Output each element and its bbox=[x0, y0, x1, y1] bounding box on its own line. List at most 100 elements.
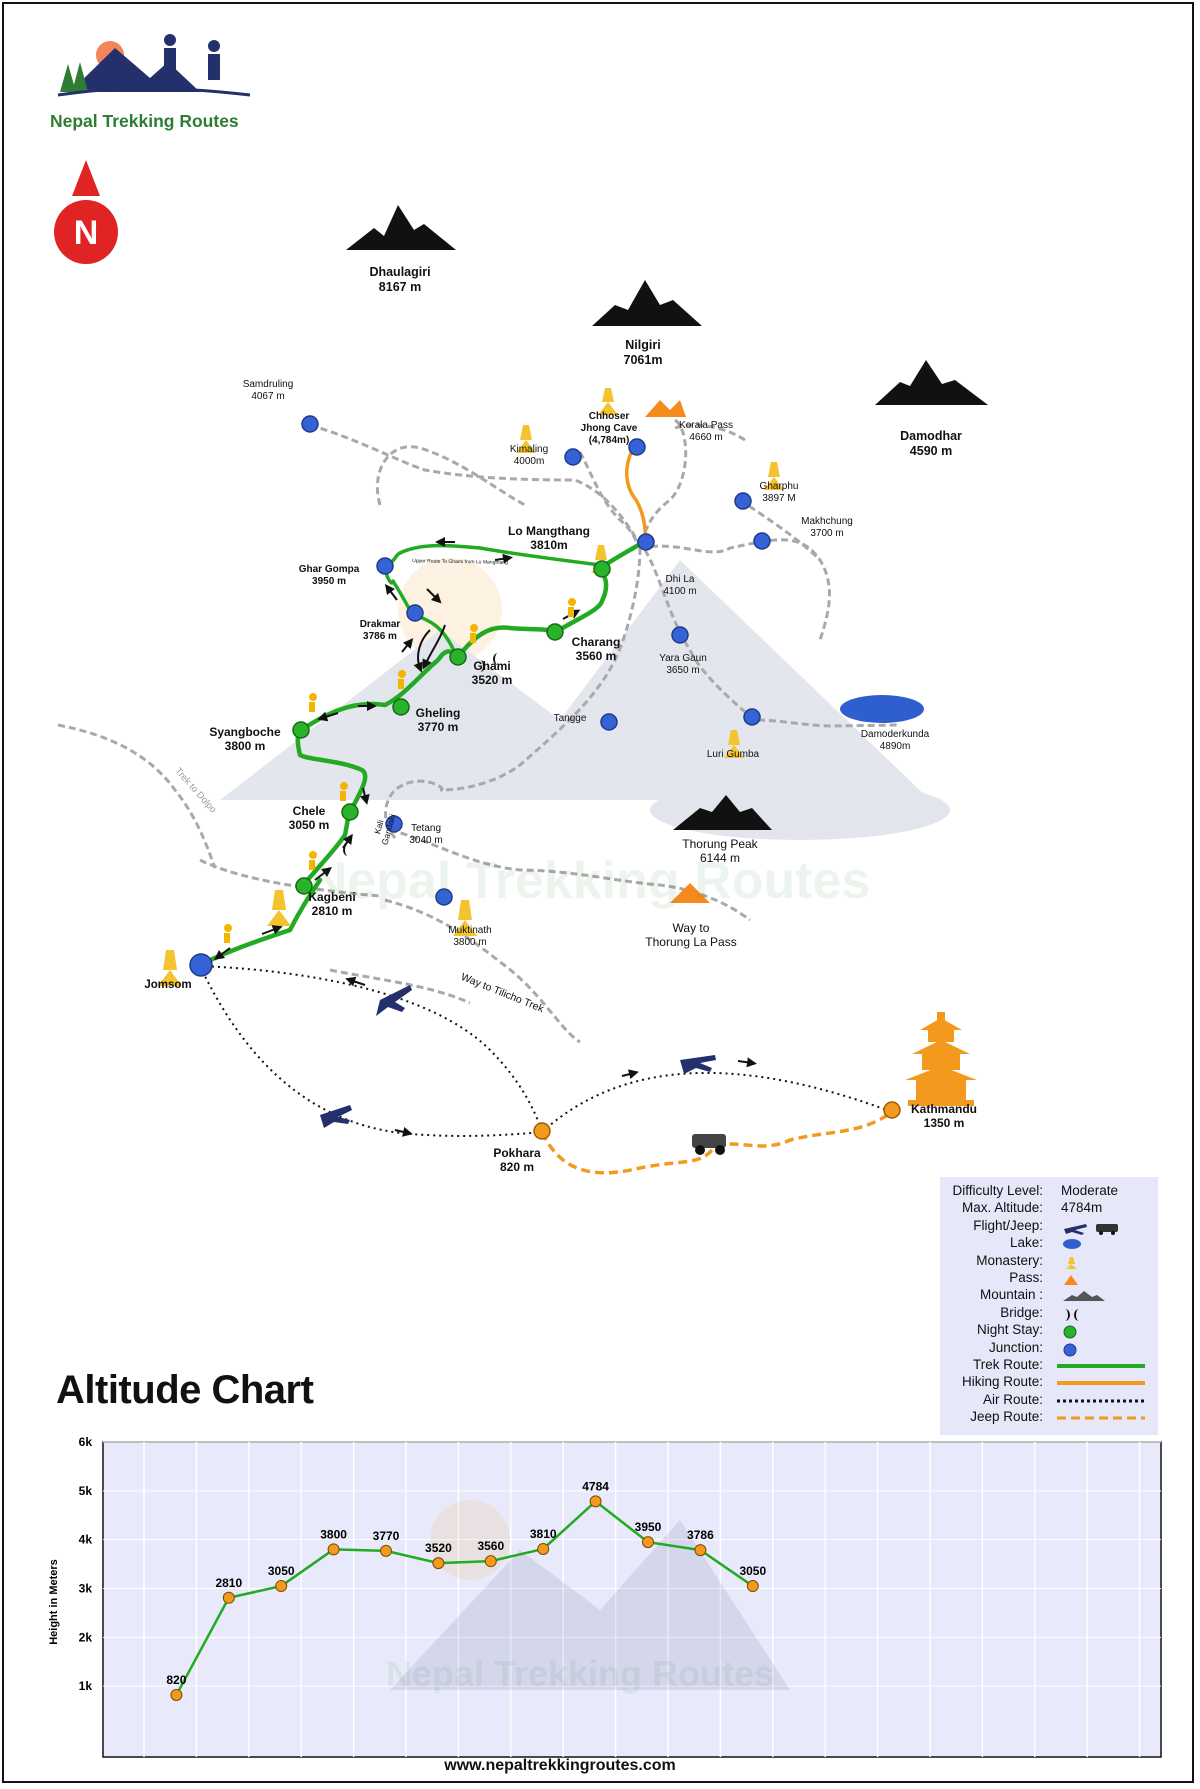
legend-trek-route: Trek Route: bbox=[940, 1357, 1158, 1374]
lake-icon bbox=[1063, 1239, 1081, 1250]
altitude-data-label: 4784 bbox=[582, 1479, 609, 1493]
altitude-chart: Nepal Trekking Routes Height in Meters 1… bbox=[48, 1435, 1162, 1758]
altitude-point bbox=[432, 1557, 445, 1570]
jeep-route-line-icon bbox=[1057, 1416, 1145, 1420]
bridge-icon bbox=[1065, 1308, 1079, 1321]
y-axis-label: Height in Meters bbox=[48, 1559, 60, 1645]
altitude-data-label: 3050 bbox=[268, 1564, 295, 1578]
altitude-point bbox=[694, 1544, 707, 1557]
altitude-data-label: 3050 bbox=[739, 1564, 766, 1578]
legend-pass: Pass: bbox=[940, 1270, 1158, 1287]
pass-icons bbox=[645, 400, 710, 903]
route-map: N bbox=[54, 34, 988, 1175]
place-chele: Chele 3050 m bbox=[288, 804, 330, 833]
place-ghar-gompa: Ghar Gompa 3950 m bbox=[298, 564, 360, 587]
map-legend: Difficulty Level:Moderate Max. Altitude:… bbox=[940, 1177, 1158, 1435]
place-damoderkunda: Damoderkunda 4890m bbox=[860, 729, 930, 752]
legend-lake: Lake: bbox=[940, 1235, 1158, 1252]
altitude-line bbox=[175, 1499, 754, 1696]
legend-jeep-route: Jeep Route: bbox=[940, 1409, 1158, 1426]
footer-url: www.nepaltrekkingroutes.com bbox=[444, 1757, 676, 1774]
damoderkunda-lake bbox=[840, 695, 924, 723]
place-dhi-la: Dhi La 4100 m bbox=[663, 574, 697, 597]
airplane-icons bbox=[320, 985, 716, 1128]
y-tick-label: 4k bbox=[79, 1533, 93, 1547]
place-chhoser: Chhoser Jhong Cave (4,784m) bbox=[580, 411, 638, 446]
junction-icon bbox=[1063, 1343, 1077, 1357]
altitude-data-label: 3786 bbox=[687, 1528, 714, 1542]
trekkers-logo-icon bbox=[57, 34, 251, 97]
watermark-text: Nepal Trekking Routes bbox=[309, 852, 871, 910]
altitude-point bbox=[275, 1580, 288, 1593]
place-korala: Korala Pass 4660 m bbox=[679, 420, 733, 443]
altitude-point bbox=[222, 1591, 235, 1604]
place-syangboche: Syangboche 3800 m bbox=[209, 725, 281, 754]
trek-route-line-icon bbox=[1057, 1363, 1145, 1368]
place-drakmar: Drakmar 3786 m bbox=[359, 619, 401, 642]
mountain-icon bbox=[673, 795, 772, 830]
legend-difficulty: Difficulty Level:Moderate bbox=[952, 1183, 1119, 1198]
mountain-icon bbox=[875, 360, 988, 405]
altitude-data-label: 3950 bbox=[635, 1520, 662, 1534]
place-jomsom: Jomsom bbox=[144, 979, 192, 991]
junction-nodes bbox=[189, 415, 771, 977]
monastery-icon bbox=[1066, 1256, 1077, 1269]
place-kimaling: Kimaling 4000m bbox=[509, 444, 549, 467]
chart-title: Altitude Chart bbox=[56, 1368, 314, 1412]
altitude-point bbox=[170, 1688, 183, 1701]
air-routes bbox=[199, 965, 893, 1137]
monastery-icons bbox=[158, 388, 784, 986]
legend-bridge: Bridge: bbox=[940, 1305, 1158, 1322]
altitude-data-label: 3770 bbox=[373, 1529, 400, 1543]
y-tick-label: 5k bbox=[79, 1484, 93, 1498]
direction-arrows bbox=[214, 537, 757, 1137]
place-makhchung: Makhchung 3700 m bbox=[801, 516, 853, 539]
place-yara-gaun: Yara Gaun 3650 m bbox=[659, 653, 707, 676]
brand-name: Nepal Trekking Routes bbox=[50, 111, 239, 131]
air-route-line-icon bbox=[1057, 1399, 1145, 1403]
place-samdruling: Samdruling 4067 m bbox=[242, 379, 294, 402]
legend-altitude: Max. Altitude:4784m bbox=[961, 1200, 1103, 1216]
legend-night-stay: Night Stay: bbox=[940, 1322, 1158, 1339]
altitude-data-label: 820 bbox=[166, 1673, 186, 1687]
place-tangge: Tangge bbox=[553, 713, 587, 724]
place-luri-gumba: Luri Gumba bbox=[706, 749, 760, 760]
watermark-graphic bbox=[220, 558, 950, 840]
place-muktinath: Muktinath 3800 m bbox=[448, 925, 492, 948]
altitude-data-label: 3810 bbox=[530, 1527, 557, 1541]
y-tick-label: 3k bbox=[79, 1582, 93, 1596]
hiker-icons bbox=[224, 598, 576, 943]
legend-mountain: Mountain : bbox=[940, 1287, 1158, 1304]
jeep-icon bbox=[692, 1134, 726, 1155]
hiking-route bbox=[625, 442, 648, 541]
mountain-icon bbox=[592, 280, 702, 326]
airplane-jeep-icon bbox=[1064, 1223, 1118, 1235]
altitude-point bbox=[642, 1536, 654, 1549]
pass-icon bbox=[1064, 1274, 1078, 1285]
altitude-point bbox=[484, 1555, 497, 1568]
place-ghami: Ghami 3520 m bbox=[471, 659, 513, 688]
y-tick-label: 2k bbox=[79, 1630, 93, 1644]
chart-plot-area bbox=[102, 1441, 1162, 1758]
y-tick-label: 6k bbox=[79, 1435, 93, 1449]
north-compass-icon: N bbox=[54, 160, 118, 264]
altitude-point bbox=[380, 1544, 392, 1557]
altitude-point bbox=[537, 1542, 550, 1555]
chart-grid bbox=[103, 1441, 1161, 1757]
legend-hiking-route: Hiking Route: bbox=[940, 1374, 1158, 1391]
legend-air-route: Air Route: bbox=[940, 1392, 1158, 1409]
hiking-route-line-icon bbox=[1057, 1381, 1145, 1386]
legend-flight-jeep: Flight/Jeep: bbox=[940, 1218, 1158, 1235]
place-lo-mangthang: Lo Mangthang 3810m bbox=[508, 524, 590, 553]
place-charang: Charang 3560 m bbox=[571, 635, 621, 664]
svg-text:N: N bbox=[74, 214, 99, 252]
kathmandu-temple-icon bbox=[905, 1012, 977, 1106]
bridge-icons bbox=[343, 653, 498, 856]
night-stay-nodes bbox=[292, 560, 611, 895]
